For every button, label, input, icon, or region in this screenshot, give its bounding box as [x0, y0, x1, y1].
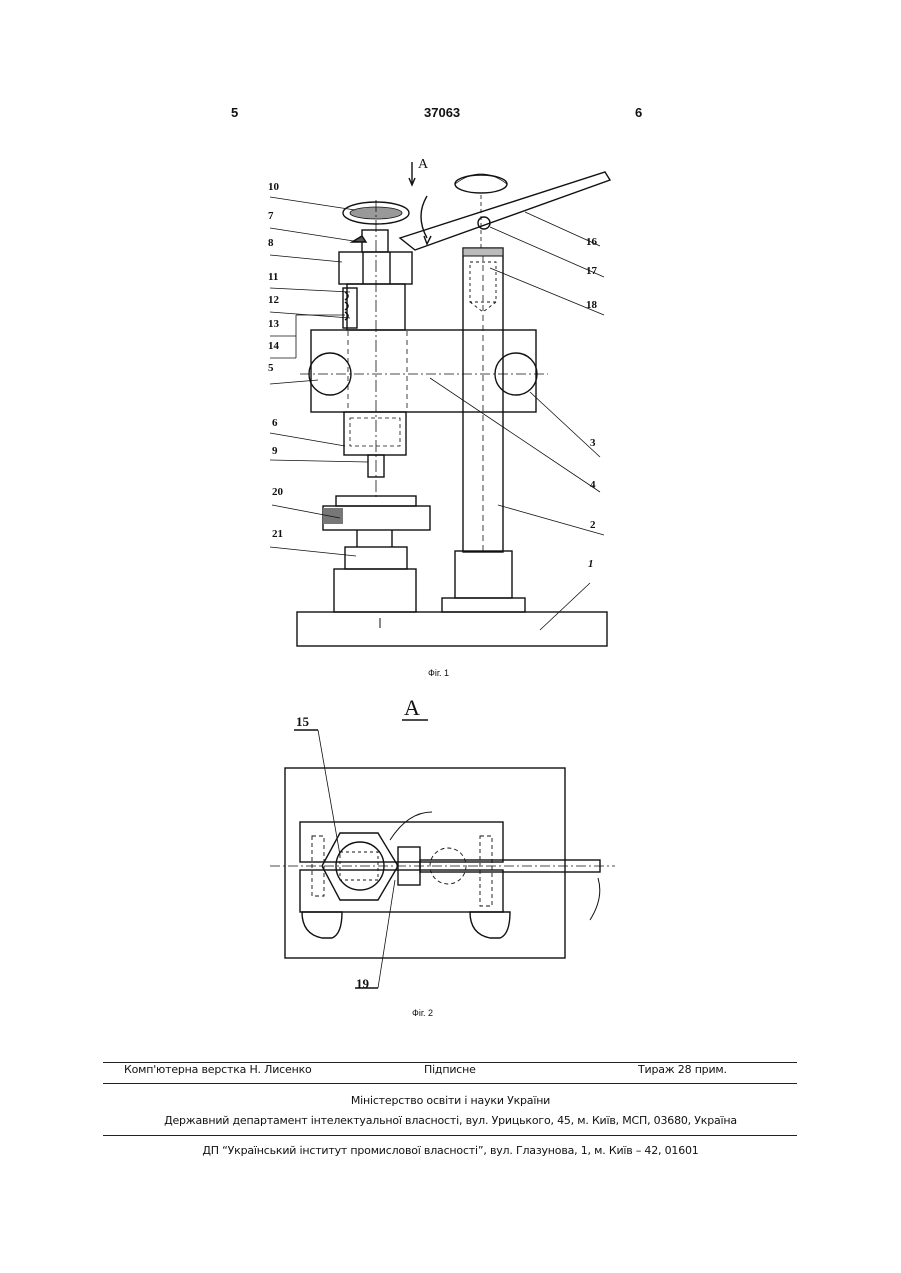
ministry-line: Міністерство освіти і науки України [0, 1094, 901, 1107]
label-15: 15 [296, 714, 309, 730]
label-8: 8 [268, 237, 274, 249]
label-2: 2 [590, 519, 596, 531]
lower-support [334, 569, 416, 612]
lower-nut [345, 547, 407, 569]
view-a-title: A [404, 695, 420, 721]
base-plate [297, 612, 607, 646]
label-6: 6 [272, 417, 278, 429]
label-19: 19 [356, 976, 369, 992]
footer-rule-middle [103, 1083, 797, 1084]
nut-8 [339, 252, 412, 284]
label-5: 5 [268, 362, 274, 374]
department-line: Державний департамент інтелектуальної вл… [0, 1114, 901, 1127]
label-21: 21 [272, 528, 283, 540]
label-18: 18 [586, 299, 597, 311]
view-arrow-label: A [418, 157, 428, 173]
label-12: 12 [268, 294, 279, 306]
figure-1-caption: Фіг. 1 [428, 668, 449, 678]
label-14: 14 [268, 340, 279, 352]
print-run: Тираж 28 прим. [638, 1063, 727, 1076]
footer-rule-bottom [103, 1135, 797, 1136]
signed-note: Підписне [424, 1063, 476, 1076]
column-socket [455, 551, 512, 598]
label-7: 7 [268, 210, 274, 222]
column-foot [442, 598, 525, 612]
label-13: 13 [268, 318, 279, 330]
figure-2-drawing [270, 720, 615, 988]
institute-line: ДП “Український інститут промислової вла… [0, 1144, 901, 1157]
label-3: 3 [590, 437, 596, 449]
label-4: 4 [590, 479, 596, 491]
label-17: 17 [586, 265, 597, 277]
lever-arm [400, 172, 610, 250]
label-20: 20 [272, 486, 283, 498]
label-1: 1 [588, 558, 594, 570]
label-9: 9 [272, 445, 278, 457]
rotation-arrow [421, 196, 427, 238]
crossbar-block [311, 330, 536, 412]
label-11: 11 [268, 271, 278, 283]
label-16: 16 [586, 236, 597, 248]
punch-holder [344, 412, 406, 455]
layout-credit: Комп'ютерна верстка Н. Лисенко [124, 1063, 312, 1076]
figure-2-caption: Фіг. 2 [412, 1008, 433, 1018]
label-10: 10 [268, 181, 279, 193]
